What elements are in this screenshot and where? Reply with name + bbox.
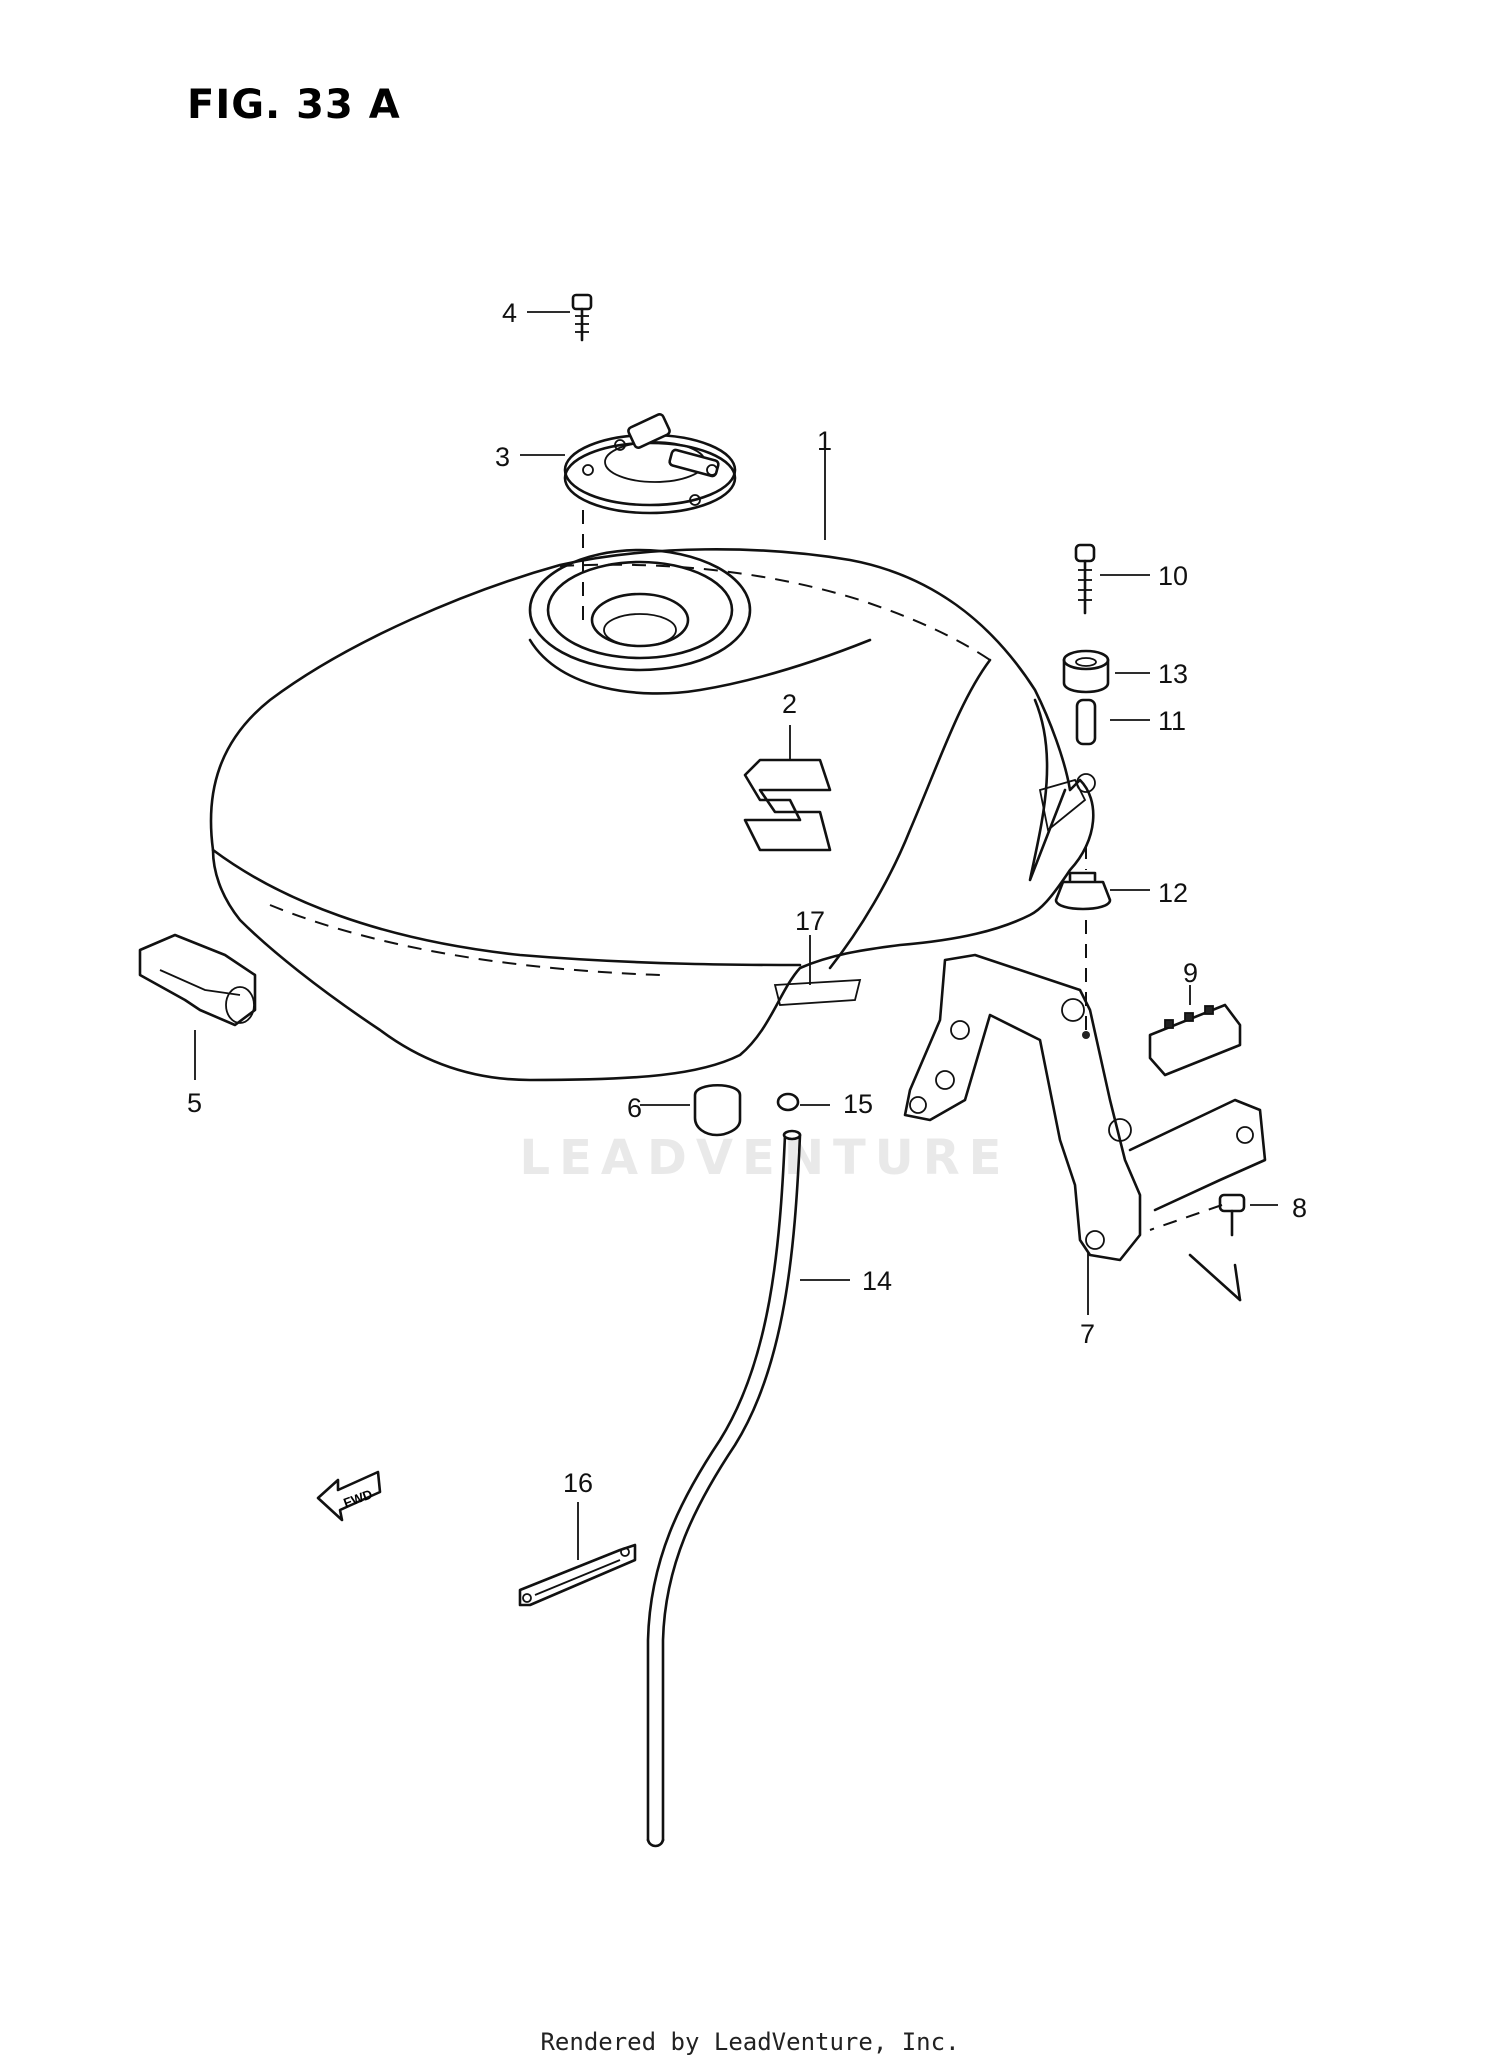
- callout-12: 12: [1158, 878, 1188, 908]
- wire-clamp: [518, 1543, 637, 1607]
- cushion-pad: [1148, 1003, 1242, 1077]
- callout-11: 11: [1158, 706, 1186, 736]
- callout-6: 6: [627, 1093, 642, 1123]
- callout-1: 1: [817, 426, 832, 456]
- callout-3: 3: [495, 442, 510, 472]
- s-emblem: [743, 758, 832, 852]
- rubber-cushion: [138, 933, 257, 1027]
- callout-14: 14: [862, 1266, 892, 1296]
- callout-8: 8: [1292, 1193, 1307, 1223]
- forward-arrow-icon: FWD: [316, 1470, 382, 1522]
- callout-2: 2: [782, 689, 797, 719]
- spacer: [1075, 698, 1097, 746]
- grommet: [1054, 845, 1112, 1039]
- callout-4: 4: [502, 298, 517, 328]
- leader-lines: [194, 311, 1278, 1560]
- callout-15: 15: [843, 1089, 873, 1119]
- callout-13: 13: [1158, 659, 1188, 689]
- callout-9: 9: [1183, 958, 1198, 988]
- callout-17: 17: [795, 906, 825, 936]
- collar: [1062, 649, 1110, 694]
- fwd-label: FWD: [341, 1486, 374, 1510]
- callout-7: 7: [1080, 1319, 1095, 1349]
- hose-clamp: [776, 1092, 800, 1112]
- fuel-cap: [563, 413, 737, 620]
- bracket-bolt: [1149, 1193, 1246, 1237]
- callout-16: 16: [563, 1468, 593, 1498]
- callout-10: 10: [1158, 561, 1188, 591]
- cushion: [693, 1084, 742, 1137]
- tank-bracket: [903, 953, 1267, 1262]
- rear-bolt: [1074, 543, 1096, 615]
- drain-hose: [646, 1129, 802, 1848]
- callout-5: 5: [187, 1088, 202, 1118]
- cap-screw: [571, 293, 593, 342]
- watermark-text: LEADVENTURE: [519, 1130, 1011, 1186]
- fuel-tank: [209, 548, 1096, 1082]
- callout-labels: 1 2 3 4 5 6 7 8 9 10 11 12 13 14 15 16 1…: [187, 298, 1307, 1498]
- footer-credit: Rendered by LeadVenture, Inc.: [540, 2028, 960, 2056]
- figure-title: FIG. 33 A: [187, 82, 401, 128]
